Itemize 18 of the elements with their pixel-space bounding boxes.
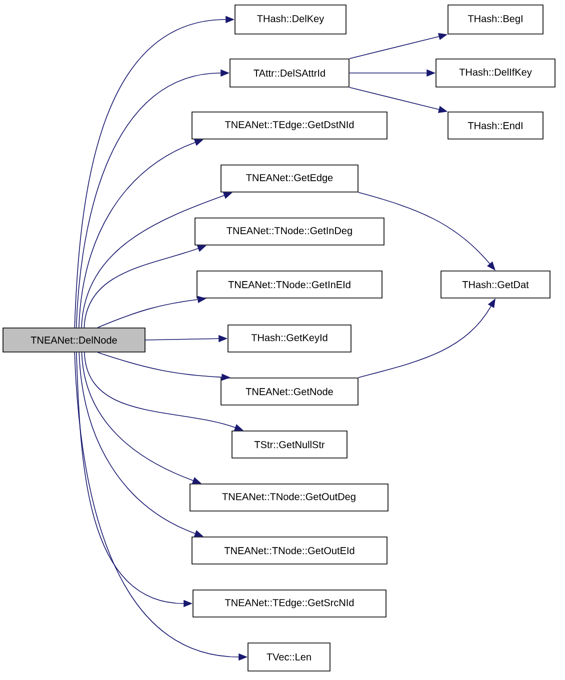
- function-box: THash::EndI: [448, 112, 544, 140]
- function-box: TNEANet::TEdge::GetDstNId: [192, 112, 388, 140]
- function-box: TNEANet::GetEdge: [220, 164, 358, 192]
- function-box: THash::GetKeyId: [228, 324, 352, 352]
- function-box: THash::GetDat: [440, 270, 550, 298]
- function-box: THash::DelKey: [234, 4, 346, 34]
- function-box: TNEANet::GetNode: [220, 378, 358, 406]
- function-box: TAttr::DelSAttrId: [230, 58, 350, 88]
- function-box: TNEANet::TEdge::GetSrcNId: [192, 590, 386, 618]
- function-box: TNEANet::TNode::GetInDeg: [194, 218, 384, 246]
- function-box: TNEANet::DelNode: [2, 328, 146, 352]
- function-box: TNEANet::TNode::GetInEId: [196, 270, 382, 298]
- function-box: THash::BegI: [448, 4, 544, 34]
- function-box: TVec::Len: [248, 642, 330, 672]
- function-box: THash::DelIfKey: [436, 58, 556, 88]
- function-box: TStr::GetNullStr: [232, 430, 348, 458]
- function-box: TNEANet::TNode::GetOutDeg: [190, 484, 388, 512]
- function-box: TNEANet::TNode::GetOutEId: [192, 536, 388, 564]
